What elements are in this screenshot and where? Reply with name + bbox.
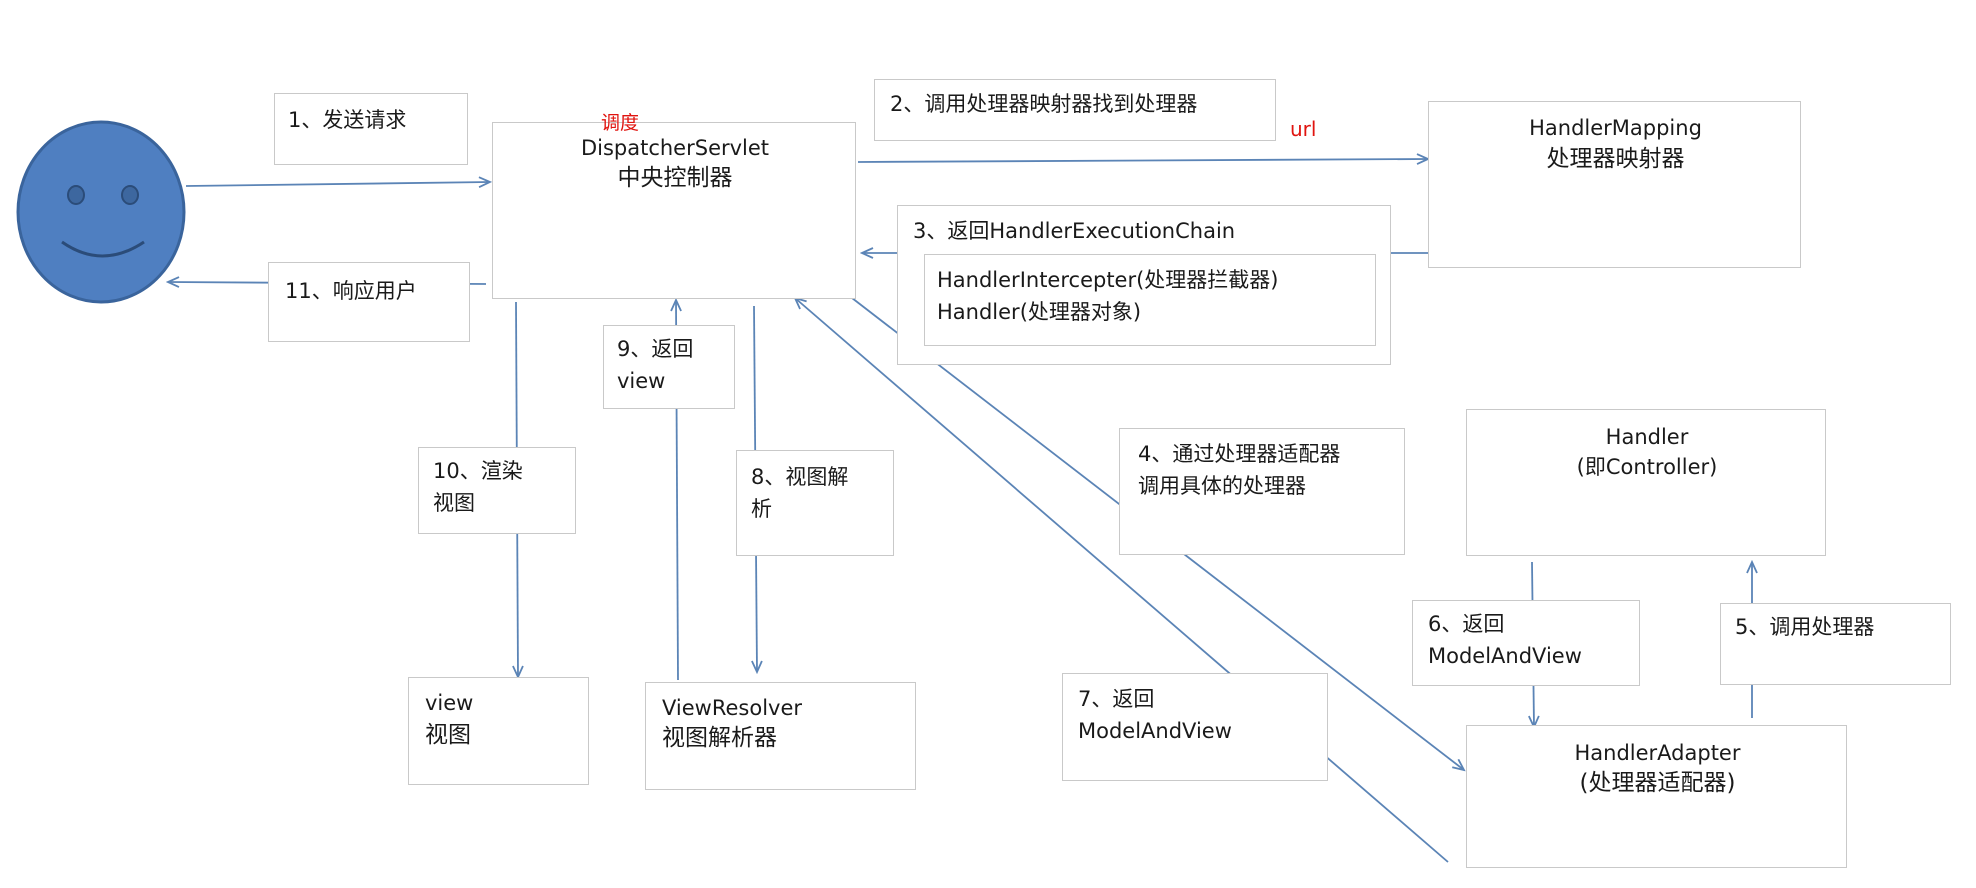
step7-label-line2: ModelAndView: [1078, 719, 1232, 743]
view-box: view 视图: [408, 677, 589, 785]
view-resolver-box: ViewResolver 视图解析器: [645, 682, 916, 790]
step5-label: 5、调用处理器: [1735, 615, 1875, 639]
step6-label-line1: 6、返回: [1428, 612, 1505, 636]
handler-adapter-name: HandlerAdapter: [1574, 741, 1741, 765]
handler-execution-chain-box: HandlerIntercepter(处理器拦截器) Handler(处理器对象…: [924, 254, 1376, 346]
step10-label-box: 10、渲染 视图: [418, 447, 576, 534]
arrow-7-return-modelandview: [795, 298, 1449, 863]
view-resolver-desc: 视图解析器: [662, 725, 777, 751]
step11-label-box: 11、响应用户: [268, 262, 470, 342]
step7-label-box: 7、返回 ModelAndView: [1062, 673, 1328, 781]
mapping-note: url: [1290, 117, 1317, 141]
handler-adapter-desc: (处理器适配器): [1579, 770, 1736, 796]
handler-box: Handler (即Controller): [1466, 409, 1826, 556]
user-smiley-icon: [16, 120, 186, 304]
handler-adapter-box: HandlerAdapter (处理器适配器): [1466, 725, 1847, 868]
step7-label-line1: 7、返回: [1078, 687, 1155, 711]
step3-label: 3、返回HandlerExecutionChain: [913, 219, 1236, 243]
step1-label-box: 1、发送请求: [274, 93, 468, 165]
step3-label-box: 3、返回HandlerExecutionChain HandlerInterce…: [897, 205, 1391, 365]
handler-mapping-box: HandlerMapping 处理器映射器: [1428, 101, 1801, 268]
step6-label-line2: ModelAndView: [1428, 644, 1582, 668]
view-desc: 视图: [425, 722, 471, 748]
dispatcher-servlet-desc: 中央控制器: [617, 165, 733, 191]
step10-label-line1: 10、渲染: [433, 459, 523, 483]
step5-label-box: 5、调用处理器: [1720, 603, 1951, 685]
step4-label-box: 4、通过处理器适配器 调用具体的处理器: [1119, 428, 1405, 555]
step6-label-box: 6、返回 ModelAndView: [1412, 600, 1640, 686]
dispatcher-servlet-box: DispatcherServlet 中央控制器: [492, 122, 856, 299]
chain-handler: Handler(处理器对象): [937, 300, 1142, 324]
handler-mapping-name: HandlerMapping: [1529, 116, 1702, 140]
step8-label-line1: 8、视图解: [751, 465, 849, 489]
step8-label-box: 8、视图解 析: [736, 450, 894, 556]
view-name: view: [425, 691, 474, 715]
arrow-1-request: [185, 182, 490, 186]
chain-interceptor: HandlerIntercepter(处理器拦截器): [937, 268, 1279, 292]
dispatcher-note: 调度: [601, 112, 640, 134]
step8-label-line2: 析: [751, 497, 772, 521]
step9-label-box: 9、返回 view: [603, 325, 735, 409]
dispatcher-servlet-name: DispatcherServlet: [580, 136, 770, 160]
handler-desc: (即Controller): [1576, 455, 1718, 479]
view-resolver-name: ViewResolver: [662, 696, 803, 720]
step4-label-line1: 4、通过处理器适配器: [1138, 442, 1341, 466]
step9-label-line1: 9、返回: [617, 337, 694, 361]
handler-name: Handler: [1605, 425, 1689, 449]
arrow-2-find-handler: [857, 159, 1428, 162]
step9-label-line2: view: [617, 369, 666, 393]
step4-label-line2: 调用具体的处理器: [1138, 474, 1306, 498]
step2-label: 2、调用处理器映射器找到处理器: [890, 92, 1198, 116]
step10-label-line2: 视图: [433, 491, 475, 515]
step2-label-box: 2、调用处理器映射器找到处理器: [874, 79, 1276, 141]
step1-label: 1、发送请求: [288, 108, 407, 132]
step11-label: 11、响应用户: [285, 279, 417, 303]
handler-mapping-desc: 处理器映射器: [1546, 146, 1685, 172]
